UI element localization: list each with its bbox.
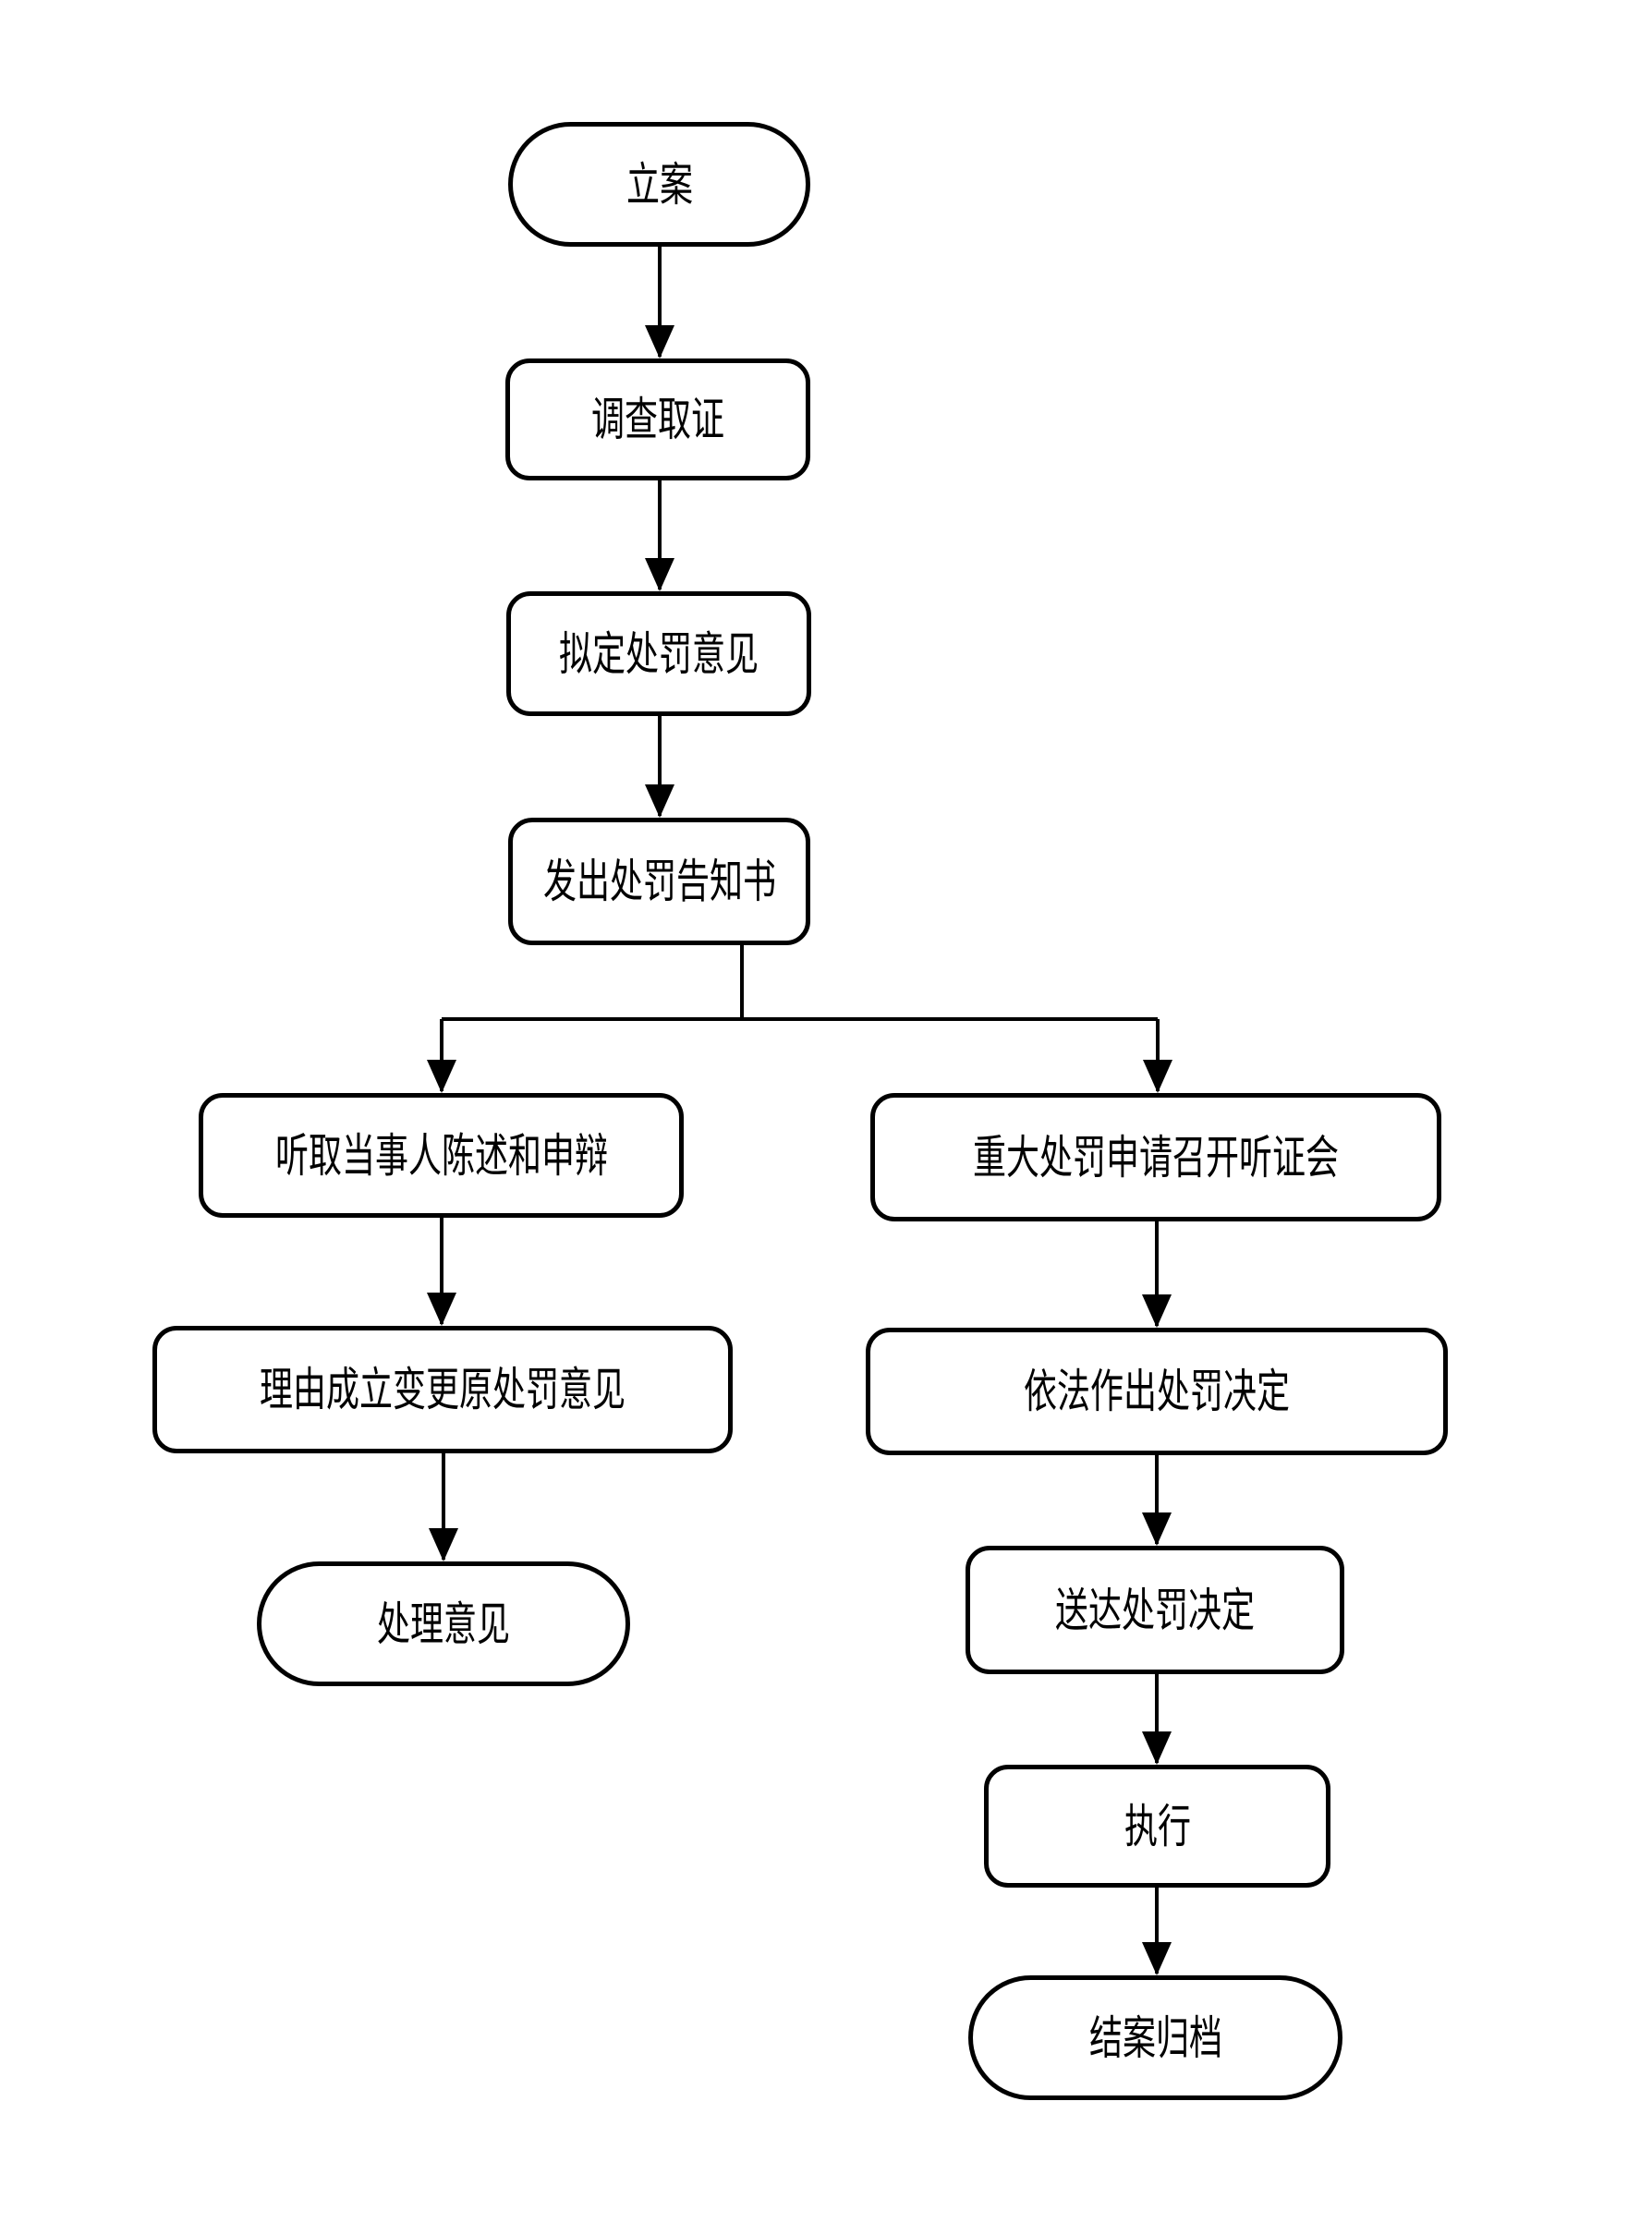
- flow-node-deliver-penalty-decision: 送达处罚决定: [966, 1546, 1344, 1674]
- flow-node-draft-penalty-opinion-label: 拟定处罚意见: [559, 627, 759, 680]
- flow-node-close-case-archive: 结案归档: [968, 1975, 1342, 2100]
- flow-node-major-penalty-hearing-label: 重大处罚申请召开听证会: [973, 1131, 1339, 1184]
- flow-node-change-original-opinion: 理由成立变更原处罚意见: [152, 1326, 733, 1453]
- flow-node-case-filing-label: 立案: [626, 158, 693, 211]
- flow-node-deliver-penalty-decision-label: 送达处罚决定: [1055, 1584, 1255, 1636]
- flow-node-handling-opinion: 处理意见: [257, 1561, 630, 1686]
- flow-node-execution-label: 执行: [1124, 1800, 1191, 1852]
- flow-node-major-penalty-hearing: 重大处罚申请召开听证会: [870, 1093, 1441, 1221]
- flow-node-change-original-opinion-label: 理由成立变更原处罚意见: [260, 1364, 626, 1415]
- flow-node-close-case-archive-label: 结案归档: [1088, 2011, 1222, 2064]
- flow-node-case-filing: 立案: [508, 122, 810, 247]
- flow-node-investigation-evidence: 调查取证: [505, 358, 810, 480]
- flow-node-issue-penalty-notice: 发出处罚告知书: [508, 818, 810, 945]
- flow-node-hear-statement-defense-label: 听取当事人陈述和申辩: [274, 1129, 608, 1182]
- flow-node-draft-penalty-opinion: 拟定处罚意见: [506, 591, 811, 716]
- flow-node-hear-statement-defense: 听取当事人陈述和申辩: [199, 1093, 684, 1218]
- flow-node-investigation-evidence-label: 调查取证: [591, 394, 724, 445]
- flow-node-execution: 执行: [984, 1765, 1330, 1888]
- split-connector: [442, 945, 1158, 1021]
- flow-node-make-penalty-decision-label: 依法作出处罚决定: [1024, 1366, 1290, 1417]
- flow-node-issue-penalty-notice-label: 发出处罚告知书: [542, 856, 776, 907]
- flow-node-make-penalty-decision: 依法作出处罚决定: [866, 1328, 1448, 1455]
- flow-node-handling-opinion-label: 处理意见: [377, 1597, 510, 1650]
